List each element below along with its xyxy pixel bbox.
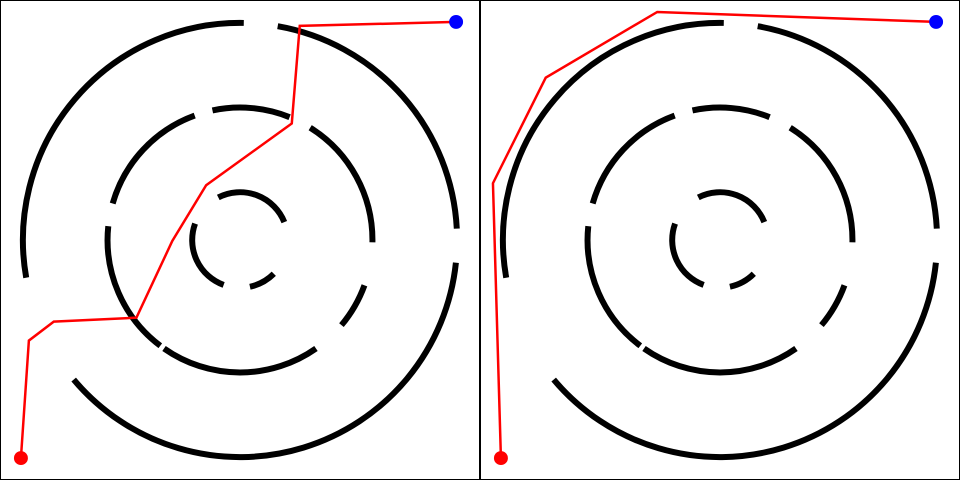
maze-panel-right (480, 0, 960, 480)
outer-ring-wall-segment (757, 23, 940, 229)
inner-ring-wall-segment (189, 222, 225, 288)
maze-right-canvas (491, 10, 944, 466)
middle-ring-wall-segment (691, 104, 771, 120)
middle-ring-wall-segment (162, 346, 318, 376)
middle-ring-wall-segment (339, 284, 368, 328)
maze-walls (499, 19, 940, 461)
inner-ring-wall-segment (696, 189, 768, 224)
middle-ring-wall-segment (819, 284, 848, 328)
maze-panel-left (0, 0, 480, 480)
middle-ring-wall-segment (642, 346, 798, 376)
start-marker (13, 451, 28, 466)
middle-ring-wall-segment (308, 125, 376, 243)
middle-ring-wall-segment (104, 225, 163, 349)
goal-marker (449, 14, 464, 29)
inner-ring-wall-segment (729, 271, 756, 290)
middle-ring-wall-segment (584, 225, 643, 349)
inner-ring-wall-segment (249, 271, 276, 290)
maze-walls (19, 19, 460, 461)
middle-ring-wall-segment (109, 112, 196, 205)
solution-path (491, 10, 937, 459)
outer-ring-wall-segment (277, 23, 460, 229)
middle-ring-wall-segment (589, 112, 676, 205)
goal-marker (929, 14, 944, 29)
outer-ring-wall-segment (19, 19, 244, 279)
start-marker (493, 451, 508, 466)
solution-path (19, 20, 457, 459)
maze-left-canvas (13, 14, 464, 466)
inner-ring-wall-segment (669, 222, 705, 288)
middle-ring-wall-segment (788, 125, 856, 243)
outer-ring-wall-segment (71, 262, 459, 461)
outer-ring-wall-segment (499, 19, 724, 279)
outer-ring-wall-segment (551, 262, 939, 461)
middle-ring-wall-segment (211, 104, 291, 120)
inner-ring-wall-segment (216, 189, 288, 224)
